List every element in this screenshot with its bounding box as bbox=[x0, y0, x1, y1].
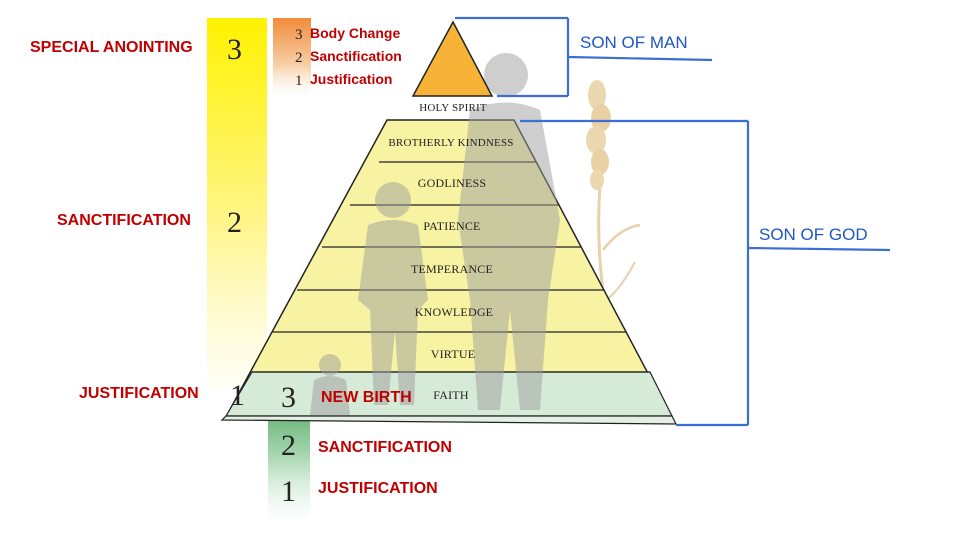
bottom-stage-num-3: 3 bbox=[281, 381, 296, 414]
label-son-of-man: SON OF MAN bbox=[580, 33, 688, 52]
layer-virtue: VIRTUE bbox=[430, 347, 476, 361]
human-silhouettes bbox=[310, 53, 560, 415]
num-special-anointing: 3 bbox=[227, 33, 242, 66]
top-stage-num-2: 2 bbox=[295, 50, 303, 66]
label-sanctification-left: SANCTIFICATION bbox=[57, 212, 191, 229]
bottom-stage-num-2: 2 bbox=[281, 429, 296, 462]
bottom-stage-label-new-birth: NEW BIRTH bbox=[321, 389, 412, 406]
bracket-son-of-man bbox=[455, 16, 713, 98]
num-sanctification-left: 2 bbox=[227, 206, 242, 239]
pyramid-apex bbox=[411, 20, 494, 97]
top-stage-label-body-change: Body Change bbox=[310, 25, 401, 41]
top-stage-label-justification: Justification bbox=[310, 71, 393, 87]
sanctification-bar-yellow bbox=[207, 18, 267, 390]
top-stage-num-1: 1 bbox=[295, 73, 303, 89]
bottom-stage-num-1: 1 bbox=[281, 475, 296, 508]
layer-godliness: GODLINESS bbox=[417, 176, 487, 190]
layer-knowledge: KNOWLEDGE bbox=[414, 305, 494, 319]
layer-patience: PATIENCE bbox=[423, 219, 481, 233]
layer-brotherly-kindness: BROTHERLY KINDNESS bbox=[388, 137, 514, 149]
layer-temperance: TEMPERANCE bbox=[410, 262, 493, 276]
top-stage-num-3: 3 bbox=[295, 27, 303, 43]
layer-holy-spirit: HOLY SPIRIT bbox=[419, 102, 487, 114]
label-son-of-god: SON OF GOD bbox=[759, 225, 868, 244]
label-justification-left: JUSTIFICATION bbox=[79, 385, 199, 402]
layer-faith: FAITH bbox=[433, 388, 469, 402]
num-justification-left: 1 bbox=[230, 379, 245, 412]
label-special-anointing: SPECIAL ANOINTING bbox=[30, 39, 193, 56]
top-stage-label-sanctification: Sanctification bbox=[310, 48, 402, 64]
bottom-stage-label-justification: JUSTIFICATION bbox=[318, 480, 438, 497]
stage-bar-orange bbox=[273, 18, 311, 96]
bottom-stage-label-sanctification: SANCTIFICATION bbox=[318, 439, 452, 456]
bracket-son-of-god bbox=[520, 119, 891, 427]
